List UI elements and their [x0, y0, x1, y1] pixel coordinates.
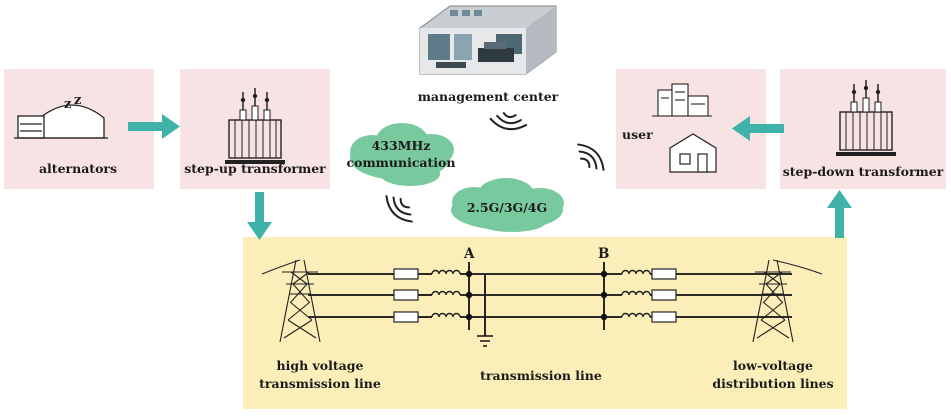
wireless-signal-icon [488, 109, 529, 133]
resistor-icon [393, 311, 419, 323]
svg-text:z: z [64, 97, 71, 112]
point-b-label: B [598, 246, 609, 262]
resistor-icon [651, 268, 677, 280]
arrow-line-to-step-down [827, 190, 852, 238]
house-icon [669, 133, 717, 173]
bus-nodes [465, 270, 608, 321]
management-label: management center [418, 89, 559, 104]
wireless-signal-icon [571, 138, 610, 177]
lv-line2-label: distribution lines [712, 376, 833, 391]
cloud-cellular: 2.5G/3G/4G [451, 178, 564, 232]
step-down-box [780, 69, 946, 189]
step-down-label: step-down transformer [783, 164, 944, 179]
resistor-icon [651, 289, 677, 301]
cloud-433mhz-line1: 433MHz [372, 138, 431, 153]
resistor-icon [393, 289, 419, 301]
hv-line1-label: high voltage [277, 358, 364, 373]
step-up-label: step-up transformer [184, 161, 326, 176]
alternators-label: alternators [39, 161, 117, 176]
hv-line2-label: transmission line [259, 376, 381, 391]
ground-icon [477, 335, 493, 347]
transmission-panel [243, 237, 847, 409]
cloud-cellular-label: 2.5G/3G/4G [467, 200, 547, 215]
user-label: user [622, 127, 653, 142]
arrow-alternators-to-step-up [128, 114, 180, 139]
resistor-icon [393, 268, 419, 280]
cloud-433mhz-line2: communication [347, 155, 456, 170]
svg-text:z: z [74, 93, 81, 108]
hv-ground-wire [261, 259, 301, 275]
point-a-label: A [463, 246, 475, 262]
cloud-433mhz: 433MHz communication [347, 123, 456, 186]
arrow-step-down-to-user [732, 116, 784, 141]
resistor-icon [651, 311, 677, 323]
wireless-signal-icon [380, 189, 419, 228]
buildings-icon [652, 83, 712, 117]
arrow-step-up-to-line [247, 192, 272, 240]
control-room-icon [419, 5, 557, 75]
transmission-line-label: transmission line [480, 368, 602, 383]
lv-ground-wire [772, 259, 823, 275]
lv-line1-label: low-voltage [733, 358, 813, 373]
generator-icon: z z [14, 93, 108, 139]
